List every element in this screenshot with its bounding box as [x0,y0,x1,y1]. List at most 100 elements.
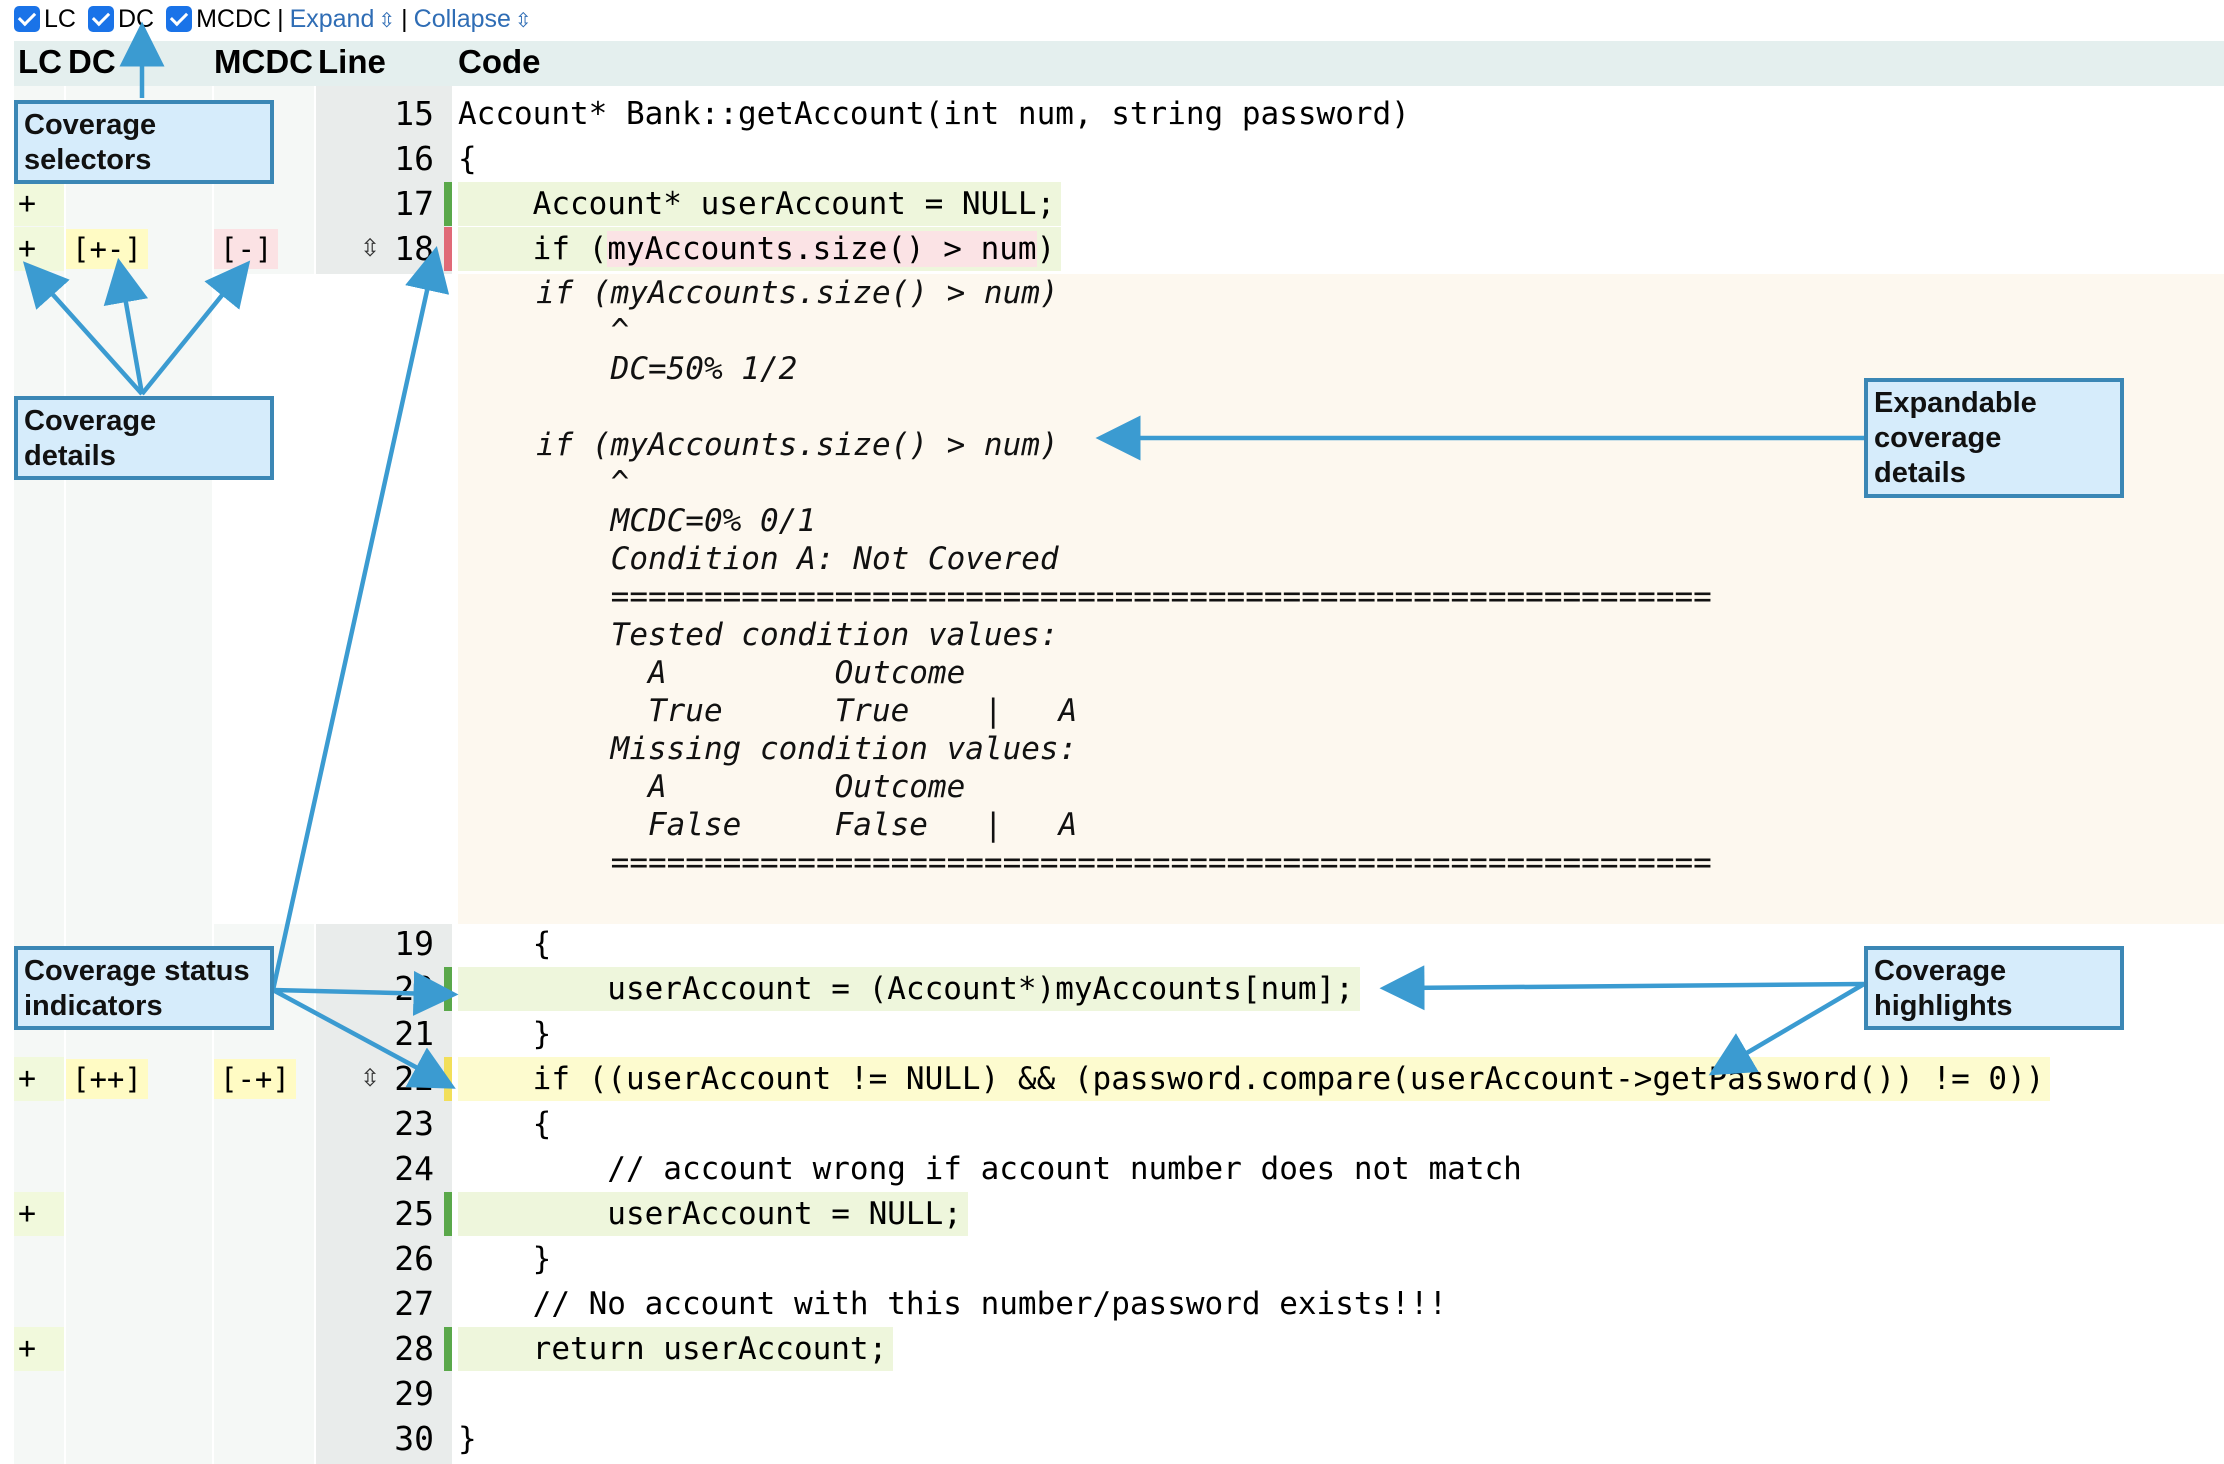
lc-checkbox[interactable]: LC [14,5,76,34]
details-gutter [316,274,452,924]
coverage-detail-line: ^ [536,465,630,501]
coverage-detail-line: False False | A [536,807,1078,843]
decision-coverage-cell [66,1417,212,1461]
line-number: 25 [316,1192,446,1236]
mcdc-coverage-cell [214,182,314,226]
header-code: Code [458,43,541,80]
code-row: 24 // account wrong if account number do… [0,1147,2224,1192]
source-line: Account* userAccount = NULL; [458,182,1062,226]
decision-coverage-cell [66,1282,212,1326]
callout-expandable-coverage-details: Expandable coverage details [1864,378,2124,498]
coverage-detail-line: A Outcome [536,769,966,805]
coverage-status-indicator [444,967,452,1011]
line-number: 19 [316,922,446,966]
code-row: +28 return userAccount; [0,1327,2224,1372]
toolbar-separator: | [401,4,408,33]
coverage-detail-line: if (myAccounts.size() > num) [536,275,1059,311]
decision-coverage-cell [66,1147,212,1191]
coverage-status-indicator [444,1057,452,1101]
code-row: 23 { [0,1102,2224,1147]
mcdc-coverage-detail[interactable]: [-+] [214,1059,296,1099]
mcdc-checkbox[interactable]: MCDC [166,5,271,34]
line-coverage-marker [14,1282,64,1326]
line-coverage-marker: + [14,1192,64,1236]
source-line: // No account with this number/password … [458,1286,1448,1322]
checkbox-checked-icon[interactable] [166,6,193,32]
decision-coverage-cell [66,1372,212,1416]
line-number: 23 [316,1102,446,1146]
coverage-detail-line: DC=50% 1/2 [536,351,798,387]
callout-coverage-highlights: Coverage highlights [1864,946,2124,1030]
source-line: return userAccount; [458,1327,894,1371]
expand-updown-icon: ⇳ [378,9,396,32]
code-row: +[++] [-+] 22⇳ if ((userAccount != NULL) &… [0,1057,2224,1102]
coverage-detail-line: if (myAccounts.size() > num) [536,427,1059,463]
line-number: 26 [316,1237,446,1281]
source-line: { [458,926,552,962]
line-coverage-marker [14,1417,64,1461]
header-line: Line [318,43,386,80]
expand-toggle-icon[interactable]: ⇳ [360,235,381,262]
coverage-details-text: if (myAccounts.size() > num) ^ DC=50% 1/… [536,274,1712,882]
decision-coverage-detail[interactable]: [++] [66,1059,148,1099]
mcdc-coverage-cell [214,1102,314,1146]
mcdc-coverage-detail[interactable]: [-] [214,229,279,269]
dc-checkbox[interactable]: DC [87,5,154,34]
expand-toggle-icon[interactable]: ⇳ [360,1065,381,1092]
coverage-detail-line: A Outcome [536,655,966,691]
collapse-label: Collapse [413,4,511,33]
source-line: } [458,1421,477,1457]
mcdc-checkbox-label: MCDC [196,4,272,33]
header-lc: LC [18,43,62,80]
line-coverage-marker: + [14,182,64,226]
decision-coverage-detail[interactable]: [+-] [66,229,148,269]
coverage-status-indicator [444,1327,452,1371]
decision-coverage-cell [66,1237,212,1281]
source-line: userAccount = NULL; [458,1192,968,1236]
decision-coverage-cell [66,1102,212,1146]
covered-segment: ) [1036,231,1056,267]
line-coverage-marker: + [14,1057,64,1101]
line-number: 22 [316,1057,446,1101]
expand-all-link[interactable]: Expand⇳ [290,5,396,34]
coverage-detail-line: ========================================… [536,845,1712,881]
line-number: 28 [316,1327,446,1371]
collapse-updown-icon: ⇳ [514,9,532,32]
source-line: { [458,141,477,177]
mcdc-coverage-cell [214,1282,314,1326]
expanded-coverage-details-panel: if (myAccounts.size() > num) ^ DC=50% 1/… [458,274,2224,924]
line-coverage-marker [14,1237,64,1281]
mcdc-coverage-cell: [-+] [214,1057,314,1101]
source-line: // account wrong if account number does … [458,1151,1522,1187]
coverage-toolbar: LC DC MCDC | Expand⇳ | Collapse⇳ [14,0,532,38]
code-row: 27 // No account with this number/passwo… [0,1282,2224,1327]
line-number: 21 [316,1012,446,1056]
code-row: 29 [0,1372,2224,1417]
toolbar-separator: | [277,4,284,33]
line-coverage-marker [14,1147,64,1191]
source-line: } [458,1016,552,1052]
missed-condition-segment: myAccounts.size() > num [607,231,1037,267]
coverage-detail-line: Tested condition values: [536,617,1059,653]
coverage-status-indicator [444,182,452,226]
header-dc: DC [68,43,116,80]
source-line: if ((userAccount != NULL) && (password.c… [458,1057,2051,1101]
mcdc-coverage-cell [214,1327,314,1371]
code-row: 26 } [0,1237,2224,1282]
line-coverage-marker: + [14,1327,64,1371]
callout-coverage-status-indicators: Coverage status indicators [14,946,274,1030]
source-line: Account* Bank::getAccount(int num, strin… [458,96,1410,132]
checkbox-checked-icon[interactable] [87,6,114,32]
line-number: 29 [316,1372,446,1416]
coverage-detail-line: Condition A: Not Covered [536,541,1059,577]
lc-checkbox-label: LC [44,4,76,33]
coverage-detail-line: True True | A [536,693,1078,729]
code-row: +17 Account* userAccount = NULL; [0,182,2224,227]
expand-label: Expand [289,4,375,33]
line-number: 24 [316,1147,446,1191]
checkbox-checked-icon[interactable] [14,6,40,32]
collapse-all-link[interactable]: Collapse⇳ [414,5,532,34]
decision-coverage-cell: [+-] [66,227,212,271]
coverage-detail-line: MCDC=0% 0/1 [536,503,816,539]
code-row: +25 userAccount = NULL; [0,1192,2224,1237]
